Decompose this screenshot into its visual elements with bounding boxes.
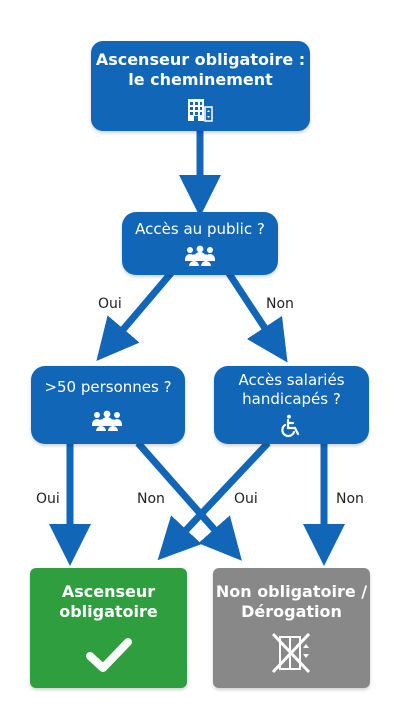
start-node: Ascenseur obligatoire : le cheminement bbox=[91, 41, 310, 131]
edge-label-fifty-oui: Oui bbox=[36, 491, 60, 507]
decision-fifty: >50 personnes ? bbox=[31, 366, 185, 444]
result-elevator-required: Ascenseur obligatoire bbox=[30, 568, 187, 688]
decision-public: Accès au public ? bbox=[122, 212, 278, 275]
arrow-public-oui bbox=[96, 269, 175, 362]
crowd-icon bbox=[92, 410, 122, 431]
decision-fifty-label: >50 personnes ? bbox=[44, 378, 172, 396]
arrow-salaries-oui bbox=[157, 440, 271, 561]
crossed-elevator-icon bbox=[271, 632, 311, 674]
start-node-line1: Ascenseur obligatoire : bbox=[95, 50, 306, 69]
checkmark-icon bbox=[86, 638, 132, 672]
edge-label-fifty-non: Non bbox=[137, 491, 165, 507]
edge-label-salaries-non: Non bbox=[336, 491, 364, 507]
arrow-fifty-non bbox=[135, 440, 242, 561]
edge-label-public-non: Non bbox=[266, 296, 294, 312]
result-yes-line1: Ascenseur bbox=[61, 582, 156, 601]
decision-salaries-line2: handicapés ? bbox=[242, 390, 341, 408]
result-not-required: Non obligatoire / Dérogation bbox=[213, 568, 370, 688]
arrow-public-non bbox=[225, 270, 288, 363]
edge-label-public-oui: Oui bbox=[98, 296, 122, 312]
wheelchair-icon bbox=[281, 414, 300, 438]
edge-label-salaries-oui: Oui bbox=[234, 491, 258, 507]
decision-salaries: Accès salariés handicapés ? bbox=[214, 366, 369, 444]
start-node-line2: le cheminement bbox=[128, 70, 273, 89]
decision-salaries-line1: Accès salariés bbox=[238, 371, 345, 389]
result-yes-line2: obligatoire bbox=[59, 602, 158, 621]
building-elevator-icon bbox=[188, 99, 213, 122]
result-no-line1: Non obligatoire / bbox=[215, 582, 368, 601]
crowd-icon bbox=[185, 245, 215, 266]
result-no-line2: Dérogation bbox=[241, 602, 342, 621]
decision-public-label: Accès au public ? bbox=[135, 220, 265, 238]
